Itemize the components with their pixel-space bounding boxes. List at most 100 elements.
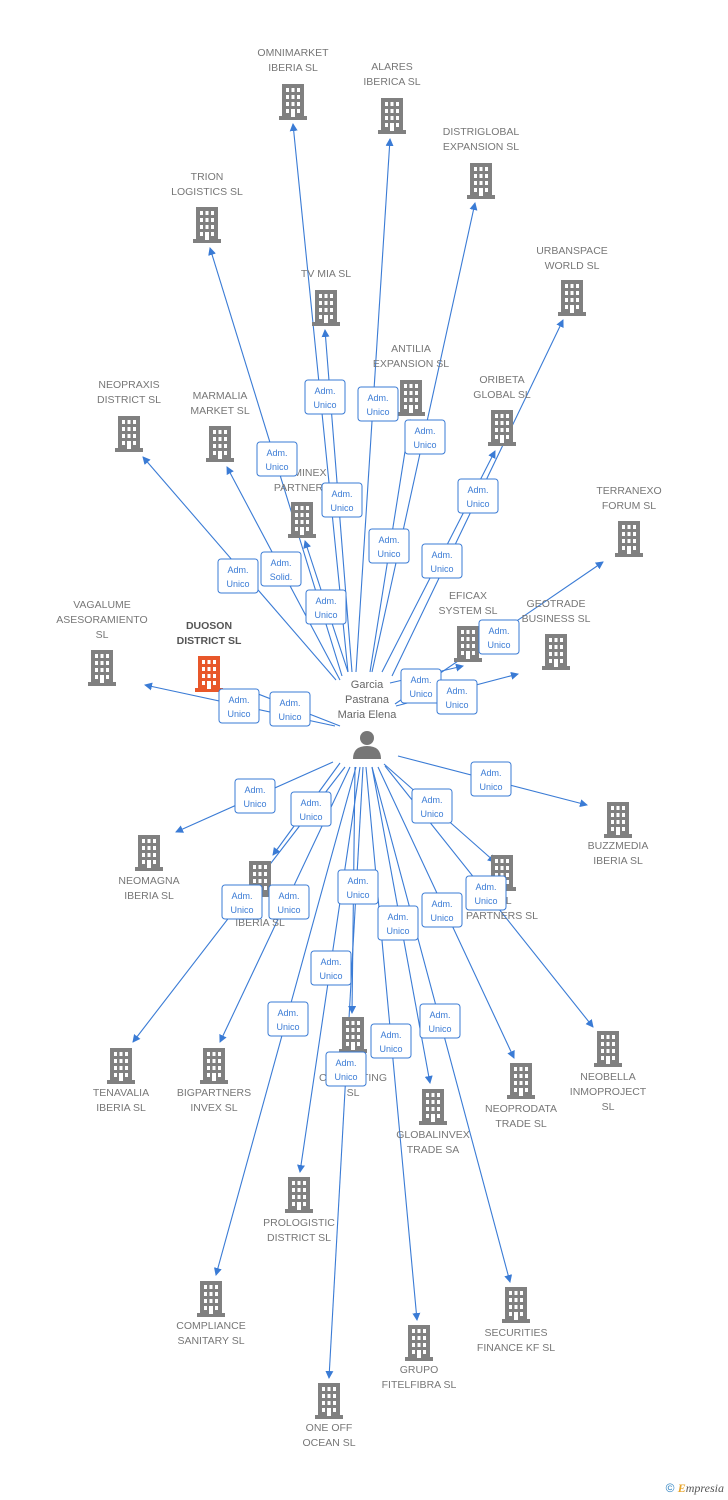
role-badge-tenavalia[interactable]: Adm.Unico bbox=[221, 884, 263, 920]
role-badge-buzzmedia[interactable]: Adm.Unico bbox=[470, 761, 512, 797]
role-badge-neoprodata[interactable]: Adm.Unico bbox=[421, 892, 463, 928]
building-icon-duoson[interactable] bbox=[195, 656, 223, 692]
building-icon-antilia[interactable] bbox=[397, 380, 425, 416]
role-text: Unico bbox=[226, 579, 249, 589]
building-icon-globalinvex[interactable] bbox=[419, 1089, 447, 1125]
role-badge-oribeta[interactable]: Adm.Unico bbox=[421, 543, 463, 579]
building-icon-terranexo[interactable] bbox=[615, 521, 643, 557]
building-icon-oneoff[interactable] bbox=[315, 1383, 343, 1419]
role-badge-bigpartners[interactable]: Adm.Unico bbox=[268, 884, 310, 920]
role-badge-securities[interactable]: Adm.Unico bbox=[325, 1051, 367, 1087]
building-icon-dominex[interactable] bbox=[288, 502, 316, 538]
role-badge-prologistic[interactable]: Adm.Unico bbox=[465, 875, 507, 911]
role-badge-oneoff[interactable]: Adm.Unico bbox=[370, 1023, 412, 1059]
building-icon-tenavalia[interactable] bbox=[107, 1048, 135, 1084]
role-badge-terranexo[interactable]: Adm.Unico bbox=[478, 619, 520, 655]
role-badge-omnimarket[interactable]: Adm.Unico bbox=[321, 482, 363, 518]
building-icon-bigpartners[interactable] bbox=[200, 1048, 228, 1084]
building-icon-oribeta[interactable] bbox=[488, 410, 516, 446]
role-badge-marmalia[interactable]: Adm.Solid. bbox=[260, 551, 302, 587]
role-text: Unico bbox=[379, 1044, 402, 1054]
building-icon-distriglobal[interactable] bbox=[467, 163, 495, 199]
role-badge-tvmia[interactable]: Adm.Unico bbox=[304, 379, 346, 415]
company-label-line: IBERIA SL bbox=[124, 890, 174, 902]
role-badge-urbanspace[interactable]: Adm.Unico bbox=[457, 478, 499, 514]
building-icon-neoprodata[interactable] bbox=[507, 1063, 535, 1099]
building-icon-vagalume[interactable] bbox=[88, 650, 116, 686]
building-icon-omnimarket[interactable] bbox=[279, 84, 307, 120]
role-text: Unico bbox=[314, 610, 337, 620]
building-icon-securities[interactable] bbox=[502, 1287, 530, 1323]
company-label-tvmia[interactable]: TV MIA SL bbox=[301, 268, 351, 280]
company-label-line: DISTRICT SL bbox=[267, 1232, 331, 1244]
company-label-line: ORIBETA bbox=[479, 374, 524, 386]
role-badge-compliance[interactable]: Adm.Unico bbox=[267, 1001, 309, 1037]
building-icon-trion[interactable] bbox=[193, 207, 221, 243]
building-icon-buzzmedia[interactable] bbox=[604, 802, 632, 838]
building-icon-eficax[interactable] bbox=[454, 626, 482, 662]
role-badge-eficax[interactable]: Adm.Unico bbox=[400, 668, 442, 704]
role-badge-duoson[interactable]: Adm.Unico bbox=[269, 691, 311, 727]
role-badge-antilia[interactable]: Adm.Unico bbox=[357, 386, 399, 422]
building-icon-compliance[interactable] bbox=[197, 1281, 225, 1317]
building-icon-marmalia[interactable] bbox=[206, 426, 234, 462]
role-badge-neobella[interactable]: Adm.Unico bbox=[310, 950, 352, 986]
role-badge-frame bbox=[256, 441, 298, 477]
role-badge-alares[interactable]: Adm.Unico bbox=[404, 419, 446, 455]
building-icon-urbanspace[interactable] bbox=[558, 280, 586, 316]
building-icon-consulting[interactable] bbox=[339, 1017, 367, 1053]
company-label-iberia_mid[interactable]: IBERIA SL bbox=[235, 917, 285, 929]
building-icon-geotrade[interactable] bbox=[542, 634, 570, 670]
role-badge-grupo[interactable]: Adm.Unico bbox=[419, 1003, 461, 1039]
company-label-line: EFICAX bbox=[449, 590, 487, 602]
role-badge-iberia_mid[interactable]: Adm.Unico bbox=[290, 791, 332, 827]
role-badge-geotrade[interactable]: Adm.Unico bbox=[436, 679, 478, 715]
building-icon-tvmia[interactable] bbox=[312, 290, 340, 326]
building-icon-neobella[interactable] bbox=[594, 1031, 622, 1067]
empresia-logo[interactable]: Empresia bbox=[677, 1481, 724, 1495]
role-badge-frame bbox=[357, 386, 399, 422]
building-icon-prologistic[interactable] bbox=[285, 1177, 313, 1213]
building-icon-grupo[interactable] bbox=[405, 1325, 433, 1361]
role-badge-neomagna[interactable]: Adm.Unico bbox=[234, 778, 276, 814]
role-text: Adm. bbox=[314, 386, 335, 396]
building-icon-neopraxis[interactable] bbox=[115, 416, 143, 452]
building-icon-alares[interactable] bbox=[378, 98, 406, 134]
role-badge-trion[interactable]: Adm.Unico bbox=[256, 441, 298, 477]
role-badge-dominex[interactable]: Adm.Unico bbox=[305, 589, 347, 625]
role-badge-globalinvex[interactable]: Adm.Unico bbox=[377, 905, 419, 941]
role-badge-vagalume[interactable]: Adm.Unico bbox=[218, 688, 260, 724]
building-icon-neomagna[interactable] bbox=[135, 835, 163, 871]
role-badge-neopraxis[interactable]: Adm.Unico bbox=[217, 558, 259, 594]
role-badge-consulting[interactable]: Adm.Unico bbox=[337, 869, 379, 905]
role-badge-zal[interactable]: Adm.Unico bbox=[411, 788, 453, 824]
role-badge-distriglobal[interactable]: Adm.Unico bbox=[368, 528, 410, 564]
